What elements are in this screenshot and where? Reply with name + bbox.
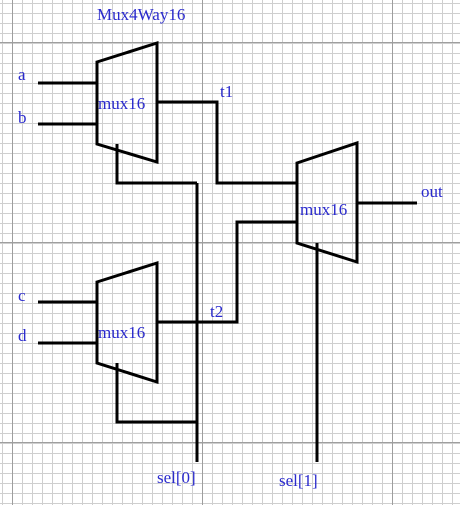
mux-bottom-label: mux16 [98, 323, 145, 342]
mux-right-shape [295, 140, 359, 265]
t1-wire [157, 100, 297, 185]
sel0-bottom-wire [115, 363, 197, 424]
mux-top-label: mux16 [98, 94, 145, 113]
mux-bottom-shape [95, 260, 159, 385]
sel1-label: sel[1] [279, 471, 318, 490]
sel0-label: sel[0] [157, 468, 196, 487]
input-b-label: b [18, 108, 27, 127]
output-label: out [421, 182, 443, 201]
input-a-label: a [18, 65, 26, 84]
sel0-top-wire [115, 144, 197, 185]
mux-right-label: mux16 [300, 200, 347, 219]
wires [38, 81, 417, 462]
t1-label: t1 [220, 82, 233, 101]
t2-wire [157, 220, 297, 324]
input-c-label: c [18, 286, 26, 305]
mux-top-shape [95, 40, 159, 165]
diagram-title: Mux4Way16 [97, 5, 185, 24]
t2-label: t2 [210, 302, 223, 321]
input-d-label: d [18, 326, 27, 345]
